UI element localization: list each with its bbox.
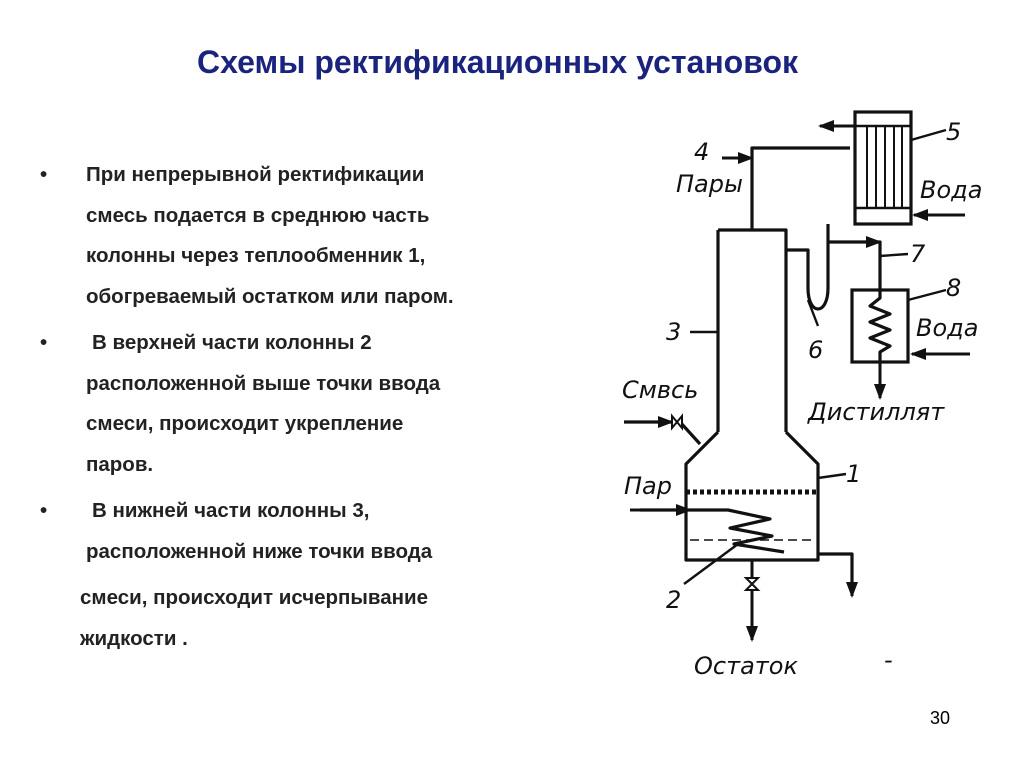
condensate-pipe xyxy=(786,224,830,311)
bullet-line: При непрерывной ректификации xyxy=(86,163,425,186)
leader-6 xyxy=(806,299,820,327)
label-3: 3 xyxy=(666,318,681,346)
label-vapors: Пары xyxy=(676,170,743,198)
distillate-pipe xyxy=(828,240,882,290)
page-number: 30 xyxy=(930,708,951,728)
cooler xyxy=(850,288,910,364)
label-water-top: Вода xyxy=(920,176,982,204)
label-6: 6 xyxy=(808,336,823,364)
leader-5 xyxy=(910,128,947,142)
page-title: Схемы ректификационных установок xyxy=(196,44,799,80)
label-residue: Остаток xyxy=(694,652,798,680)
label-mixture: Смвсь xyxy=(622,376,698,404)
bullet-item-2: • В верхней части колонны 2 расположенно… xyxy=(40,323,560,485)
label-2: 2 xyxy=(666,586,681,614)
bullet-list: • При непрерывной ректификации смесь под… xyxy=(40,155,560,659)
continuation-line: смеси, происходит исчерпывание xyxy=(80,586,429,609)
continuation-line: жидкости . xyxy=(80,626,188,650)
label-5: 5 xyxy=(946,118,961,146)
leader-1 xyxy=(817,472,847,480)
label-distillate: Дистиллят xyxy=(807,398,945,426)
bullet-line: колонны через теплообменник 1, xyxy=(86,244,426,267)
bullet-line: смесь подается в среднюю часть xyxy=(86,203,430,227)
residue-valve-icon xyxy=(743,577,761,591)
label-water-bottom: Вода xyxy=(916,314,978,342)
bullet-marker: • xyxy=(40,499,48,522)
bullet-item-3: • В нижней части колонны 3, расположенно… xyxy=(40,491,560,572)
vapor-pipe xyxy=(750,146,850,230)
label-dash: - xyxy=(884,646,893,674)
bullet-line: расположенной ниже точки ввода xyxy=(86,539,433,563)
bullet-line: смеси, происходит укрепление xyxy=(86,412,404,435)
bullet-line: расположенной выше точки ввода xyxy=(86,371,441,395)
label-4: 4 xyxy=(694,138,709,166)
leader-8 xyxy=(907,288,947,302)
label-1: 1 xyxy=(846,460,861,488)
bullet-line: обогреваемый остатком или паром. xyxy=(86,284,454,308)
condenser xyxy=(853,110,913,226)
label-7: 7 xyxy=(910,240,926,268)
feed-valve-icon xyxy=(671,413,683,431)
bullet-marker: • xyxy=(40,163,48,186)
leader-7 xyxy=(879,252,909,258)
bullet-line: паров. xyxy=(86,452,154,476)
bullet-line: В нижней части колонны 3, xyxy=(92,499,370,522)
column-upper-section xyxy=(716,228,788,432)
label-steam: Пар xyxy=(624,472,672,500)
bullet-item-1: • При непрерывной ректификации смесь под… xyxy=(40,155,560,317)
side-outlet-pipe xyxy=(818,552,854,590)
label-8: 8 xyxy=(946,274,961,302)
feed-pipe xyxy=(624,420,702,446)
bullet-line: В верхней части колонны 2 xyxy=(92,331,372,354)
bullet-marker: • xyxy=(40,331,48,354)
heating-coil xyxy=(640,508,785,554)
leader-2 xyxy=(683,543,739,585)
